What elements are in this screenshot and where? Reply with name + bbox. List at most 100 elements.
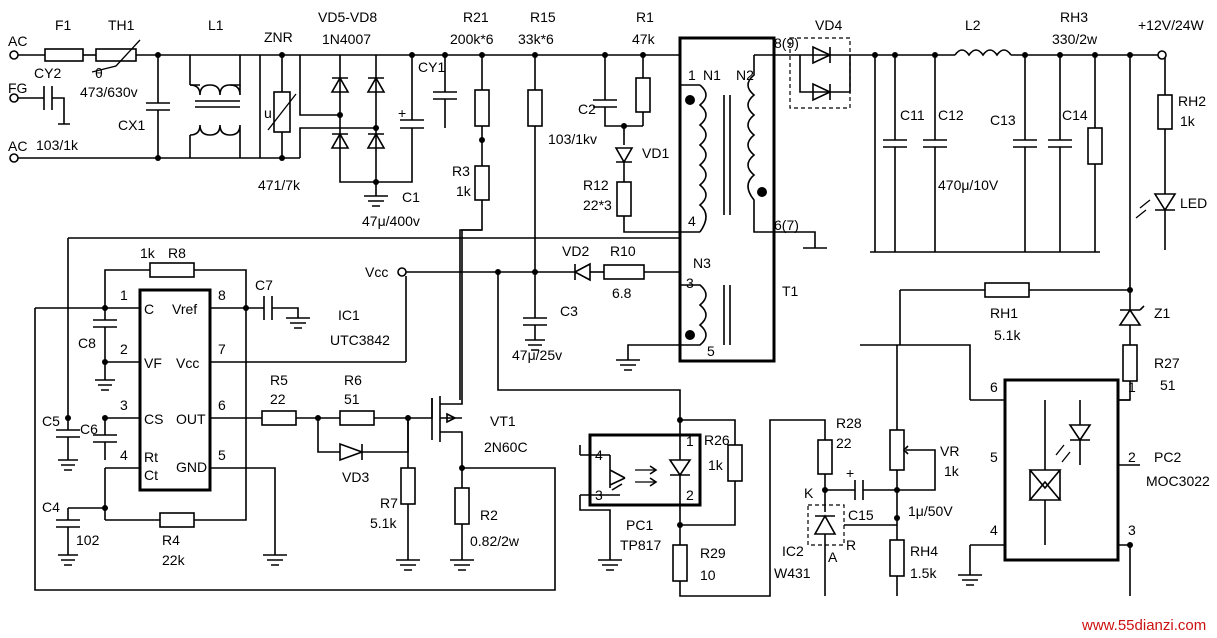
label-th1: TH1 bbox=[108, 17, 135, 33]
resistor-rh3 bbox=[1087, 127, 1103, 165]
label-c14: C14 bbox=[1062, 107, 1088, 123]
label-pc2-n2: 2 bbox=[1128, 449, 1136, 465]
label-pc1-n4: 4 bbox=[595, 447, 603, 463]
label-vd1: VD1 bbox=[642, 145, 669, 161]
label-c5: C5 bbox=[42, 413, 60, 429]
label-pc2-n3: 3 bbox=[1128, 522, 1136, 538]
label-ic1-pin-gnd: GND bbox=[176, 459, 207, 475]
label-t1: T1 bbox=[782, 283, 799, 299]
label-ic2-r: R bbox=[846, 537, 856, 553]
bridge-rectifier bbox=[299, 52, 600, 207]
label-r6-val: 51 bbox=[344, 391, 360, 407]
label-c12-val: 470μ/10V bbox=[938, 177, 999, 193]
label-c2-val: 103/1kv bbox=[548, 131, 597, 147]
label-ic1-n5: 5 bbox=[218, 447, 226, 463]
label-pin5: 5 bbox=[707, 343, 715, 359]
vcc-aux-section bbox=[397, 262, 681, 430]
label-cy2: CY2 bbox=[34, 65, 61, 81]
fuse-f1 bbox=[44, 48, 84, 62]
label-th1-val: 473/630v bbox=[80, 84, 138, 100]
label-r6: R6 bbox=[344, 372, 362, 388]
label-ic2-k: K bbox=[804, 485, 814, 501]
label-c15-plus: + bbox=[846, 465, 854, 481]
label-n2: N2 bbox=[736, 67, 754, 83]
label-c4-val: 102 bbox=[76, 532, 100, 548]
label-pc2-part: MOC3022 bbox=[1146, 473, 1210, 489]
label-pc2-n5: 5 bbox=[990, 449, 998, 465]
label-vd4: VD4 bbox=[815, 17, 842, 33]
label-rh1-val: 5.1k bbox=[994, 327, 1021, 343]
label-r21-val: 200k*6 bbox=[450, 31, 494, 47]
resistor-r12 bbox=[616, 181, 632, 217]
label-r1: R1 bbox=[636, 9, 654, 25]
label-led: LED bbox=[1180, 195, 1207, 211]
label-c7: C7 bbox=[255, 277, 273, 293]
label-ic2-a: A bbox=[828, 549, 838, 565]
label-ic1: IC1 bbox=[338, 307, 360, 323]
label-znr-val: 471/7k bbox=[258, 177, 301, 193]
resistor-r29 bbox=[672, 544, 688, 582]
label-ic2: IC2 bbox=[782, 543, 804, 559]
label-vd2: VD2 bbox=[562, 243, 589, 259]
label-ic1-n3: 3 bbox=[120, 397, 128, 413]
label-r27-val: 51 bbox=[1160, 377, 1176, 393]
resistor-r1 bbox=[635, 77, 651, 113]
label-vd5-vd8: VD5-VD8 bbox=[318, 9, 377, 25]
label-n1: N1 bbox=[703, 67, 721, 83]
label-ic1-pin-out: OUT bbox=[176, 411, 206, 427]
resistor-r28 bbox=[817, 439, 833, 475]
label-ic1-pin-c: C bbox=[144, 301, 154, 317]
label-r1-val: 47k bbox=[632, 31, 656, 47]
label-r7-val: 5.1k bbox=[370, 515, 397, 531]
label-r5: R5 bbox=[270, 372, 288, 388]
label-pc2-n4: 4 bbox=[990, 522, 998, 538]
label-rh4-val: 1.5k bbox=[910, 565, 937, 581]
resistor-r3 bbox=[474, 165, 490, 201]
label-pc1-n2: 2 bbox=[686, 487, 694, 503]
label-ic1-n6: 6 bbox=[218, 397, 226, 413]
label-r5-val: 22 bbox=[270, 391, 286, 407]
gate-drive bbox=[261, 229, 556, 571]
label-c13: C13 bbox=[990, 112, 1016, 128]
pc2-moc3022 bbox=[958, 378, 1140, 596]
pc1-tp817 bbox=[579, 417, 826, 597]
label-r15: R15 bbox=[530, 9, 556, 25]
output-rectifier-vd4 bbox=[774, 37, 875, 109]
label-vr-val: 1k bbox=[944, 463, 960, 479]
label-1n4007: 1N4007 bbox=[322, 31, 371, 47]
component-labels: AC FG AC F1 TH1 θ 473/630v CY2 103/1k CX… bbox=[8, 9, 1210, 634]
label-ic1-pin-vcc: Vcc bbox=[176, 355, 199, 371]
label-r26: R26 bbox=[704, 432, 730, 448]
ac-input-section bbox=[9, 39, 330, 163]
resistor-rh1 bbox=[984, 282, 1030, 298]
label-pin3: 3 bbox=[686, 275, 694, 291]
label-c8: C8 bbox=[78, 335, 96, 351]
label-r29-val: 10 bbox=[700, 567, 716, 583]
label-ic2-part: W431 bbox=[774, 565, 811, 581]
label-r28-val: 22 bbox=[836, 435, 852, 451]
output-filter bbox=[870, 49, 1177, 310]
label-znr-u: u bbox=[264, 105, 272, 121]
label-cy2-val: 103/1k bbox=[36, 137, 79, 153]
resistor-r8 bbox=[149, 262, 195, 278]
label-ic1-n7: 7 bbox=[218, 341, 226, 357]
label-pc2-n1: 1 bbox=[1128, 379, 1136, 395]
resistor-r7 bbox=[400, 467, 416, 505]
label-r8-val: 1k bbox=[140, 245, 156, 261]
label-output: +12V/24W bbox=[1138, 17, 1205, 33]
label-r10: R10 bbox=[610, 243, 636, 259]
label-z1: Z1 bbox=[1154, 305, 1171, 321]
resistor-r4 bbox=[159, 512, 195, 528]
label-n3: N3 bbox=[693, 255, 711, 271]
label-pc2-n6: 6 bbox=[990, 379, 998, 395]
label-ic1-part: UTC3842 bbox=[330, 332, 390, 348]
label-vt1: VT1 bbox=[490, 413, 516, 429]
label-vd3: VD3 bbox=[342, 469, 369, 485]
label-pin6-7: 6(7) bbox=[774, 217, 799, 233]
label-r15-val: 33k*6 bbox=[518, 31, 554, 47]
label-pc2: PC2 bbox=[1154, 449, 1181, 465]
label-r12-val: 22*3 bbox=[583, 197, 612, 213]
label-vt1-part: 2N60C bbox=[484, 439, 528, 455]
label-pin4: 4 bbox=[688, 213, 696, 229]
label-r10-val: 6.8 bbox=[612, 285, 632, 301]
